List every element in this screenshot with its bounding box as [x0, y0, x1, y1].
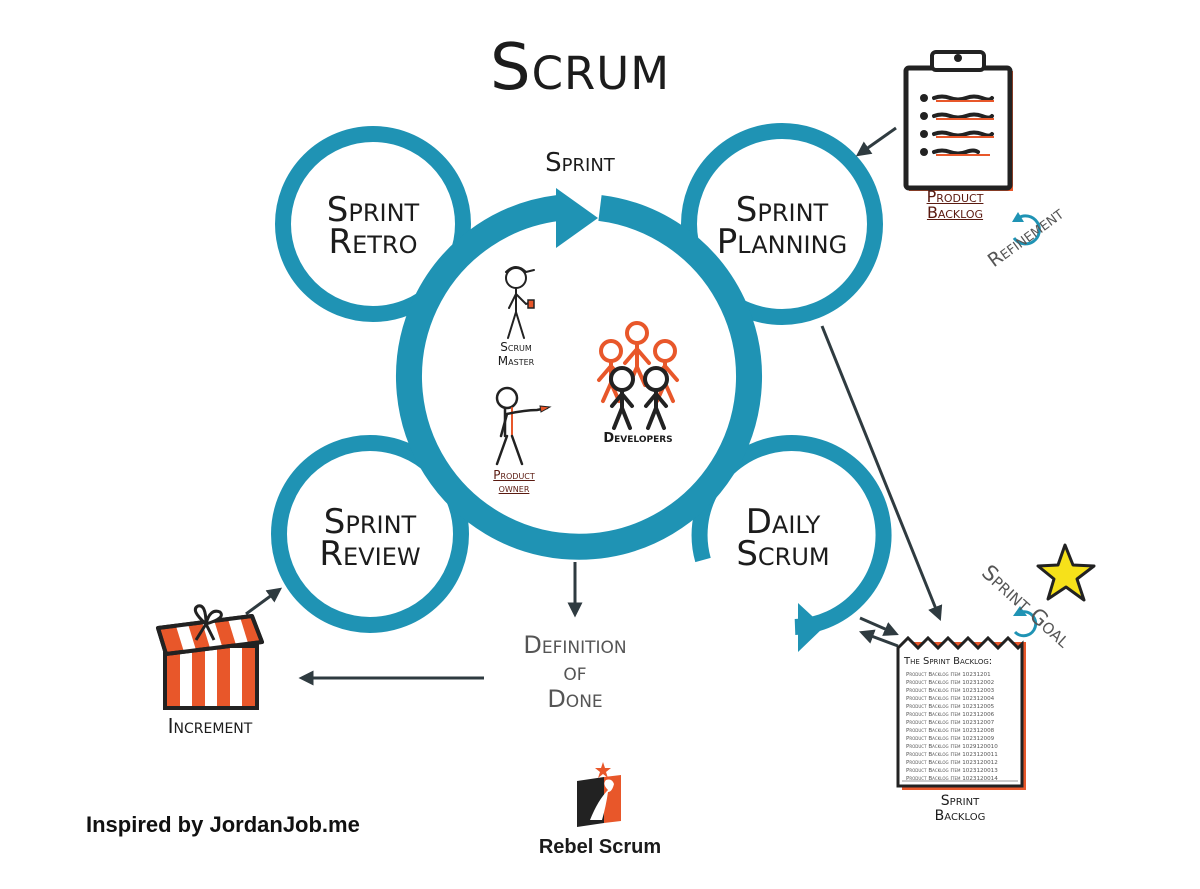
scrum-master-line1: Scrum: [500, 340, 532, 354]
sprint-ring-arrowhead: [556, 188, 598, 248]
sprint-backlog-item: Product Backlog Item 102312009: [906, 736, 995, 742]
sprint-review-line2: Review: [319, 534, 421, 574]
sprint-backlog-heading: The Sprint Backlog:: [904, 656, 993, 667]
arrow-sprint-backlog-to-daily: [858, 629, 899, 648]
sprint-backlog-item: Product Backlog Item 102312006: [906, 712, 995, 718]
sprint-backlog-item: Product Backlog Item 10231201: [906, 672, 991, 678]
sprint-backlog-line2: Backlog: [934, 808, 986, 824]
dod-line1: Definition: [523, 631, 627, 659]
product-backlog-label: Product Backlog: [900, 189, 1010, 221]
sprint-backlog-item: Product Backlog Item 1023120012: [906, 760, 998, 766]
developers-label: Developers: [603, 431, 673, 446]
sprint-goal-cycle-icon: [1013, 606, 1038, 638]
sprint-planning-line1: Sprint: [735, 190, 829, 230]
sprint-backlog-item: Product Backlog Item 102312007: [906, 720, 995, 726]
increment-label: Increment: [167, 714, 253, 738]
scrum-master-line2: Master: [497, 354, 535, 368]
arrow-backlog-to-planning: [855, 126, 897, 157]
product-owner-line2: owner: [498, 481, 530, 495]
sprint-backlog-item: Product Backlog Item 1023120013: [906, 768, 998, 774]
product-owner-figure-icon: [495, 386, 552, 466]
arrow-daily-to-sprint-backlog: [859, 616, 899, 636]
page-title: Scrum: [489, 31, 671, 105]
sprint-backlog-item: Product Backlog Item 102312002: [906, 680, 995, 686]
sprint-backlog-item: Product Backlog Item 1023120011: [906, 752, 998, 758]
product-backlog-line1: Product: [926, 187, 984, 206]
sprint-retro-label: Sprint Retro: [263, 190, 483, 262]
sprint-backlog-item: Product Backlog Item 102312003: [906, 688, 995, 694]
sprint-backlog-item: Product Backlog Item 1029120010: [906, 744, 998, 750]
sprint-planning-label: Sprint Planning: [672, 190, 892, 262]
dod-line3: Done: [547, 685, 603, 713]
sprint-backlog-item: Product Backlog Item 1023120014: [906, 776, 998, 782]
daily-scrum-arrowhead: [798, 603, 824, 652]
daily-scrum-line2: Scrum: [736, 534, 830, 574]
credit-text: Inspired by JordanJob.me: [86, 812, 360, 837]
developers-group-icon: [597, 321, 679, 430]
gift-box-icon: [156, 604, 264, 710]
brand-name: Rebel Scrum: [538, 836, 662, 858]
sprint-review-label: Sprint Review: [260, 502, 480, 574]
sprint-retro-line1: Sprint: [326, 190, 420, 230]
daily-scrum-label: Daily Scrum: [673, 502, 893, 574]
product-owner-label: Product owner: [474, 469, 554, 495]
sprint-backlog-item: Product Backlog Item 102312008: [906, 728, 995, 734]
ring-sprint-retro: [275, 126, 471, 322]
sprint-planning-line2: Planning: [716, 222, 848, 262]
daily-scrum-line1: Daily: [745, 502, 821, 542]
sprint-ring: [396, 195, 762, 560]
sprint-backlog-item: Product Backlog Item 102312005: [906, 704, 995, 710]
sprint-retro-line2: Retro: [328, 222, 418, 262]
sprint-review-line1: Sprint: [323, 502, 417, 542]
sprint-backlog-paper-icon: [896, 635, 1026, 790]
scrum-master-figure-icon: [505, 266, 535, 339]
scrum-master-label: Scrum Master: [476, 340, 556, 368]
clipboard-icon: [903, 50, 1013, 191]
arrow-planning-to-sprint-backlog: [820, 325, 943, 621]
dod-line2: of: [563, 658, 587, 686]
ring-sprint-planning: [681, 123, 883, 325]
rebel-scrum-logo-icon: [577, 762, 621, 827]
sprint-backlog-line1: Sprint: [940, 793, 980, 809]
star-icon: [1036, 543, 1096, 602]
sprint-backlog-item: Product Backlog Item 102312004: [906, 696, 995, 702]
definition-of-done-label: Definition of Done: [495, 632, 655, 713]
refinement-cycle-icon: [1012, 212, 1041, 246]
sprint-backlog-label: Sprint Backlog: [905, 794, 1015, 824]
sprint-label: Sprint: [545, 148, 615, 178]
ring-sprint-review: [271, 435, 469, 633]
arrow-increment-to-review: [245, 587, 283, 616]
product-backlog-line2: Backlog: [926, 203, 984, 222]
sprint-ring-fill: [412, 211, 744, 543]
product-owner-line1: Product: [493, 468, 535, 482]
